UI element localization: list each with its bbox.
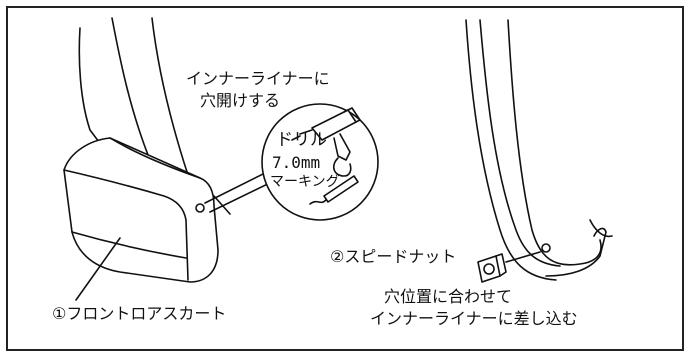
fender-inner-left [151, 17, 189, 176]
fender-outer-right [465, 19, 557, 281]
instruction-insert-line1: 穴位置に合わせて [384, 287, 513, 306]
front-lower-skirt [63, 137, 219, 283]
inner-liner-left [78, 27, 106, 151]
drill-detail-circle [261, 103, 379, 221]
drill-label: ドリル [276, 130, 327, 150]
speed-nut [477, 253, 507, 283]
marking-label: マーキング [270, 174, 340, 190]
part1-label: ①フロントロアスカート [52, 304, 227, 323]
part2-label: ②スピードナット [330, 247, 457, 266]
liner-curve-right [507, 19, 602, 266]
instruction-drill-line2: 穴開けする [200, 91, 281, 110]
instruction-drill-line1: インナーライナーに [186, 69, 330, 88]
drill-size-label: 7.0mm [272, 153, 321, 172]
instruction-insert-line2: インナーライナーに差し込む [370, 309, 578, 328]
leader-part2 [505, 251, 541, 263]
leader-part1 [75, 237, 121, 301]
fender-inner-right [479, 19, 561, 267]
